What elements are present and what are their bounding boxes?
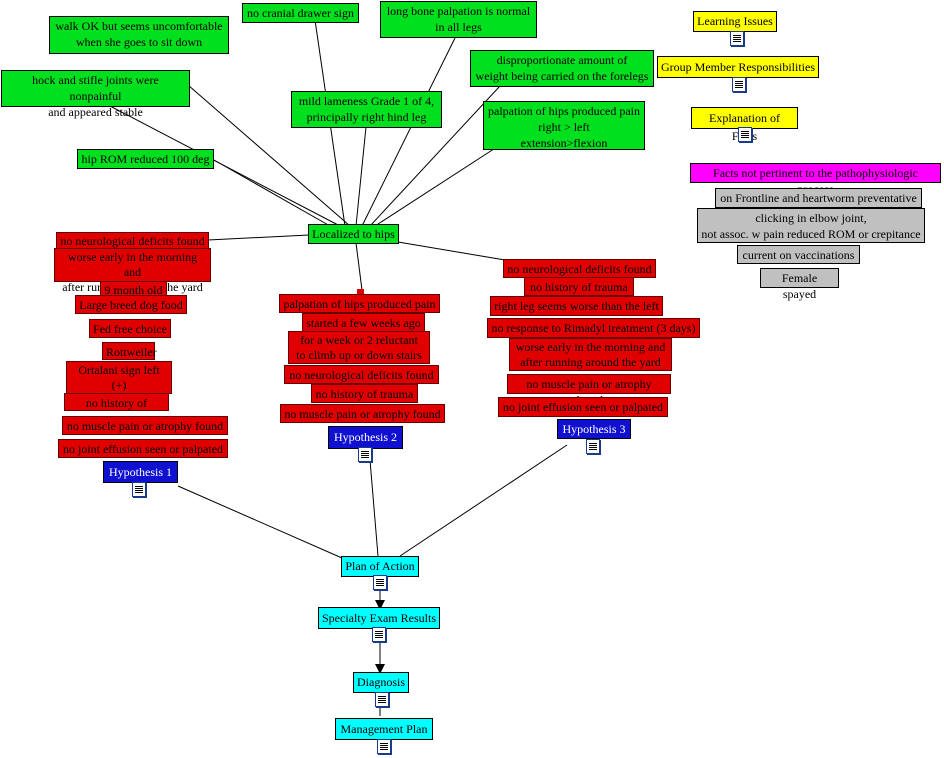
not-pertinent-spayed[interactable]: Female spayed — [760, 268, 839, 301]
node-management-plan[interactable]: Management Plan — [335, 718, 433, 740]
finding-mild-lameness[interactable]: mild lameness Grade 1 of 4, principally … — [291, 91, 442, 128]
h2-evidence-item[interactable]: for a week or 2 reluctant to climb up or… — [288, 331, 430, 364]
edge-to-h3 — [397, 241, 506, 261]
h3-evidence-item[interactable]: no joint effusion seen or palpated — [498, 397, 668, 417]
hypothesis-1[interactable]: Hypothesis 1 — [103, 461, 178, 483]
not-pertinent-elbow[interactable]: clicking in elbow joint, not assoc. w pa… — [697, 208, 925, 243]
note-group-member-responsibilities[interactable]: Group Member Responsibilities — [657, 56, 819, 78]
h3-evidence-item[interactable]: no neurological deficits found — [503, 259, 656, 278]
h1-evidence-item[interactable]: 9 month old — [100, 281, 167, 298]
h3-evidence-item[interactable]: no history of trauma — [524, 277, 634, 296]
h3-evidence-item[interactable]: no response to Rimadyl treatment (3 days… — [487, 318, 700, 338]
h1-evidence-item[interactable]: Ortalani sign left (+) right not eval (p… — [66, 361, 172, 407]
h3-evidence-item[interactable]: worse early in the morning and after run… — [509, 338, 672, 371]
h3-evidence-item[interactable]: right leg seems worse than the left — [490, 296, 663, 316]
facts-not-pertinent-header[interactable]: Facts not pertinent to the pathophysiolo… — [690, 163, 941, 196]
h3-evidence-item[interactable]: no muscle pain or atrophy found — [507, 374, 671, 407]
finding-palpation-hips[interactable]: palpation of hips produced pain right > … — [483, 101, 645, 150]
h1-evidence-item[interactable]: no joint effusion seen or palpated — [58, 439, 228, 458]
h1-evidence-item[interactable]: no neurological deficits found — [56, 232, 209, 249]
document-icon[interactable] — [375, 692, 389, 707]
hypothesis-2[interactable]: Hypothesis 2 — [328, 426, 403, 449]
hypothesis-3[interactable]: Hypothesis 3 — [557, 419, 631, 439]
document-icon[interactable] — [132, 482, 146, 497]
document-icon[interactable] — [738, 127, 752, 142]
h2-evidence-item[interactable]: no muscle pain or atrophy found — [280, 404, 445, 423]
h2-evidence-item[interactable]: no history of trauma — [311, 384, 418, 403]
h1-evidence-item[interactable]: worse early in the morning and after run… — [54, 248, 211, 294]
edge-h3-plan — [399, 444, 568, 557]
finding-hip-rom[interactable]: hip ROM reduced 100 deg — [77, 149, 214, 169]
note-learning-issues[interactable]: Learning Issues — [693, 11, 777, 32]
note-explanation-of-facts[interactable]: Explanation of Facts — [691, 107, 798, 143]
h2-evidence-item[interactable]: no neurological deficits found — [284, 365, 439, 384]
finding-long-bone[interactable]: long bone palpation is normal in all leg… — [380, 1, 537, 38]
document-icon[interactable] — [372, 627, 386, 642]
finding-hock-stifle[interactable]: hock and stifle joints were nonpainful a… — [1, 70, 190, 119]
edge-disproportionate — [369, 85, 501, 227]
document-icon[interactable] — [373, 575, 387, 590]
document-icon[interactable] — [377, 739, 391, 754]
edge-h1-plan — [177, 485, 343, 559]
document-icon[interactable] — [730, 31, 744, 46]
document-icon[interactable] — [586, 439, 600, 454]
node-localized-to-hips[interactable]: Localized to hips — [308, 224, 399, 244]
document-icon[interactable] — [358, 447, 372, 462]
node-plan-of-action[interactable]: Plan of Action — [341, 556, 419, 577]
not-pertinent-frontline[interactable]: on Frontline and heartworm preventative — [715, 188, 922, 208]
node-specialty-exam-results[interactable]: Specialty Exam Results — [318, 607, 440, 629]
edge-mild-lameness — [355, 126, 367, 227]
not-pertinent-vaccinations[interactable]: current on vaccinations — [737, 245, 860, 264]
h1-evidence-item[interactable]: Fed free choice — [89, 319, 171, 338]
finding-walk-ok[interactable]: walk OK but seems uncomfortable when she… — [49, 16, 229, 54]
h2-evidence-item[interactable]: palpation of hips produced pain — [279, 294, 440, 313]
edge-hip-rom — [213, 159, 331, 227]
document-icon[interactable] — [732, 77, 746, 92]
edge-to-h2 — [355, 242, 363, 291]
finding-no-cranial-drawer[interactable]: no cranial drawer sign — [242, 3, 359, 23]
red-marker — [357, 289, 364, 295]
h1-evidence-item[interactable]: no history of trauma — [64, 393, 169, 426]
node-diagnosis[interactable]: Diagnosis — [353, 672, 409, 693]
h1-evidence-item[interactable]: Rottweiler — [102, 342, 157, 360]
finding-disproportionate[interactable]: disproportionate amount of weight being … — [470, 50, 654, 87]
h1-evidence-item[interactable]: no muscle pain or atrophy found — [62, 416, 228, 435]
edge-walk-ok — [187, 84, 351, 227]
edge-palpation-top — [374, 144, 501, 227]
h1-evidence-item[interactable]: Large breed dog food — [75, 295, 187, 314]
edge-long-bone — [361, 37, 456, 227]
edge-to-h1 — [207, 234, 310, 241]
h2-evidence-item[interactable]: started a few weeks ago — [302, 313, 425, 332]
edge-h2-plan — [369, 459, 379, 557]
